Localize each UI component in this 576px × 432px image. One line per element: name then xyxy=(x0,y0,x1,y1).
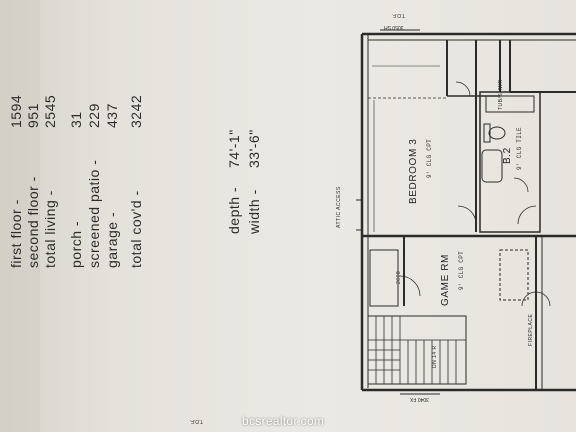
area-value-porch: 31 xyxy=(68,111,84,128)
dimension-value-depth: 74'-1" xyxy=(226,129,242,168)
bottom-stamp: T.O.F. xyxy=(190,418,204,424)
area-value-garage: 437 xyxy=(104,103,120,128)
dimension-label-depth: depth - xyxy=(226,186,242,234)
room-label-game-room: GAME RM xyxy=(440,254,451,306)
dimension-label-width: width - xyxy=(246,189,262,234)
area-value-total-living: 2545 xyxy=(42,94,58,128)
area-label-porch: porch - xyxy=(68,220,84,268)
room-label-bath-2: B.2 xyxy=(502,147,513,164)
game-room-ceiling-note: 9' CLG CPT xyxy=(458,250,465,290)
stairs-note: DN 14 R xyxy=(432,345,438,368)
bedroom-ceiling-note: 9' CLG CPT xyxy=(426,138,433,178)
area-label-total-covered: total cov'd - xyxy=(128,190,144,268)
bottom-window-note: 3040 FX xyxy=(410,396,429,402)
fireplace-note: FIREPLACE xyxy=(528,313,534,346)
area-label-screened-patio: screened patio - xyxy=(86,159,102,268)
top-stamp: T.O.F. xyxy=(392,12,406,18)
floor-plan-drawing xyxy=(356,29,576,395)
tub-note: TUB/SHWR xyxy=(498,79,504,110)
bath-ceiling-note: 9' CLG TILE xyxy=(516,127,523,170)
room-label-bedroom-3: BEDROOM 3 xyxy=(408,138,419,204)
area-label-garage: garage - xyxy=(104,211,120,268)
area-label-second-floor: second floor - xyxy=(25,176,41,268)
attic-access-note: ATTIC ACCESS xyxy=(336,186,342,228)
top-window-note: 3050 SH xyxy=(384,24,404,30)
door-note: 2668 xyxy=(396,270,402,284)
area-label-first-floor: first floor - xyxy=(8,199,24,268)
area-value-second-floor: 951 xyxy=(25,103,41,128)
area-value-total-covered: 3242 xyxy=(128,94,144,128)
area-label-total-living: total living - xyxy=(42,190,58,268)
area-value-first-floor: 1594 xyxy=(8,94,24,128)
dimension-value-width: 33'-6" xyxy=(246,129,262,168)
watermark: bcsrealtor.com xyxy=(242,414,325,428)
area-value-screened-patio: 229 xyxy=(86,103,102,128)
